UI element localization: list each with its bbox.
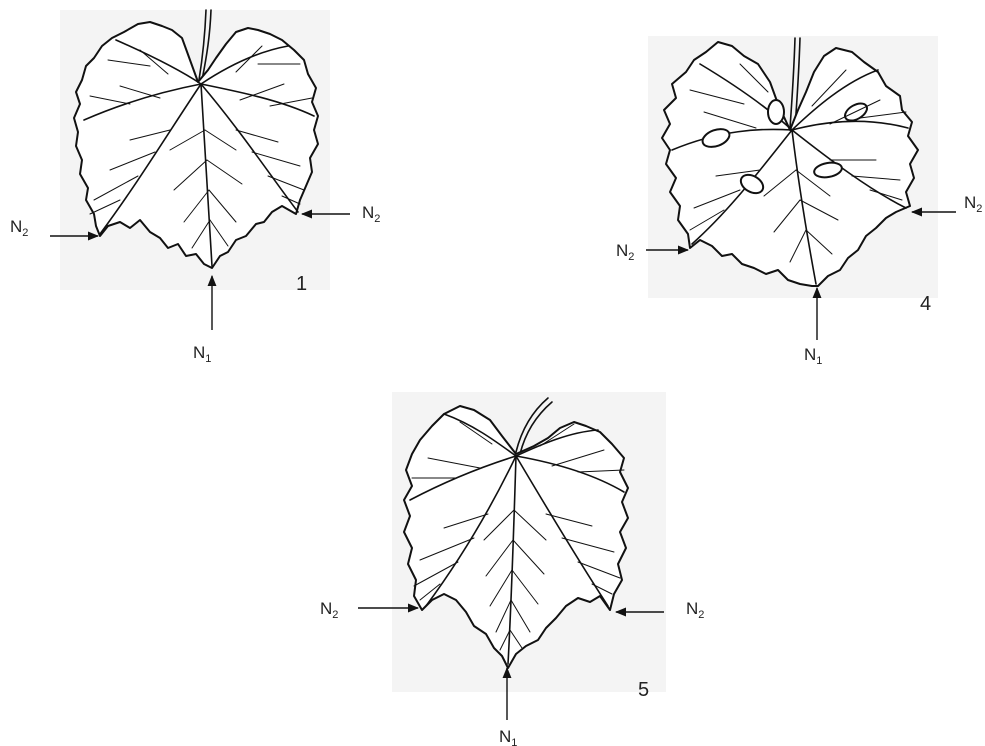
leaf-5-right-sinus-label: N2: [686, 599, 704, 621]
leaf-5-left-sinus-label: N2: [320, 599, 338, 621]
leaf-1-tip-label: N1: [193, 343, 211, 365]
leaf-5-number: 5: [638, 679, 649, 701]
leaf-4-left-sinus-label: N2: [616, 241, 634, 263]
leaf-1-group: 1 N1 N2 N2: [10, 10, 380, 365]
leaf-4-tip-label: N1: [804, 345, 822, 367]
leaf-4-right-sinus-label: N2: [964, 193, 982, 215]
leaf-5-group: 5 N1 N2 N2: [320, 392, 704, 746]
leaf-4-hole: [768, 100, 784, 124]
leaf-1-left-sinus-label: N2: [10, 217, 28, 239]
leaf-1-number: 1: [296, 273, 307, 295]
leaf-1-right-sinus-label: N2: [362, 203, 380, 225]
leaf-4-number: 4: [920, 293, 931, 315]
leaf-5-tip-label: N1: [499, 727, 517, 746]
leaf-4-group: 4 N1 N2 N2: [616, 36, 982, 367]
